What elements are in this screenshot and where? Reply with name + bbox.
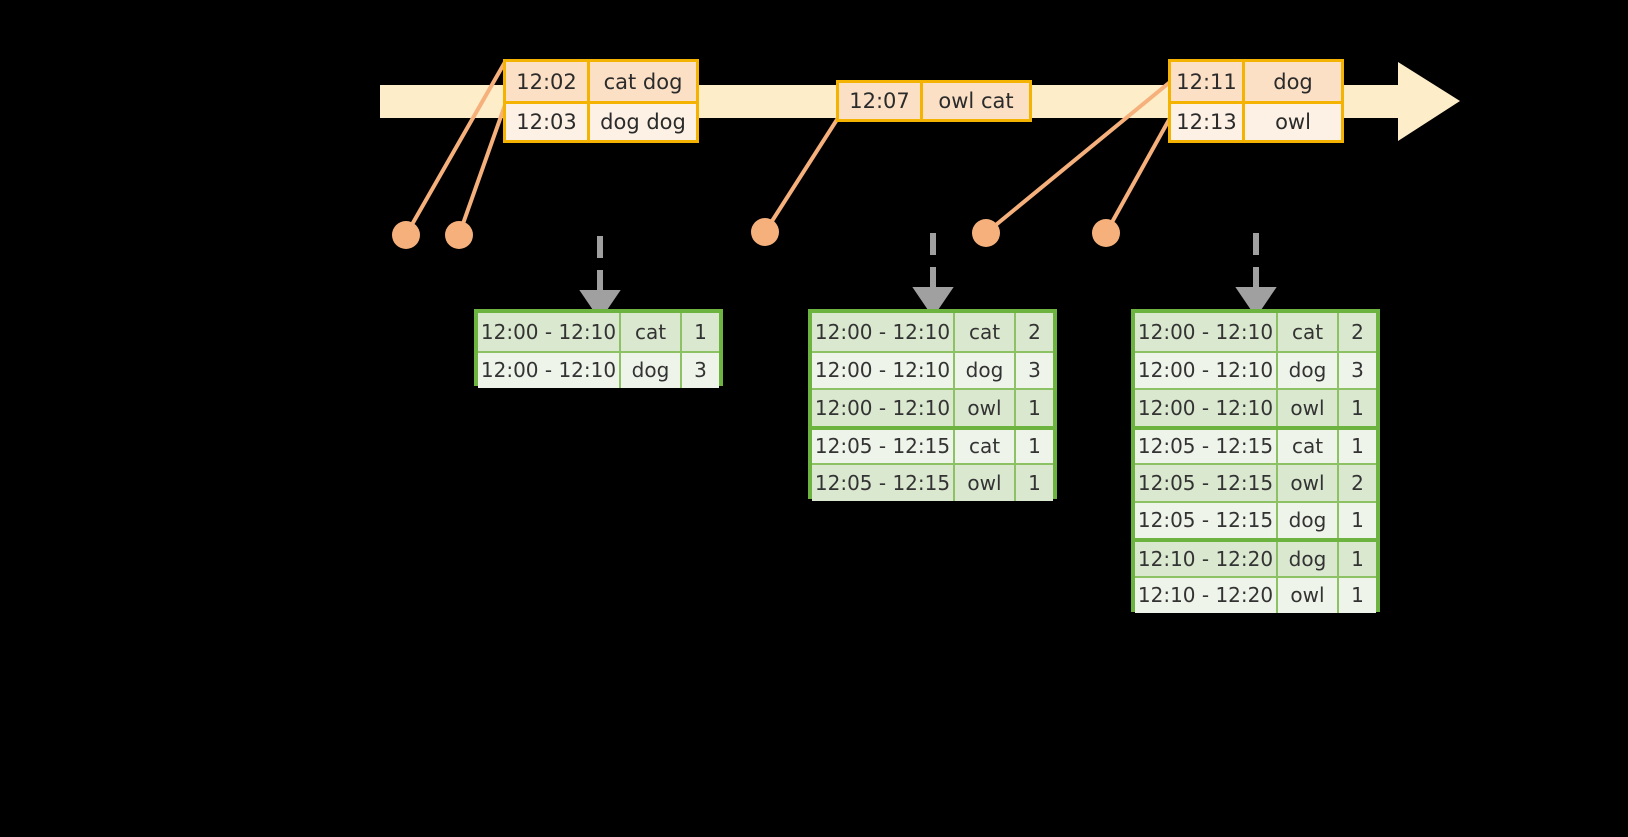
dashed-arrows xyxy=(579,233,1277,321)
event-row[interactable]: 12:02 cat dog xyxy=(506,62,696,101)
cell-word: dog xyxy=(1278,352,1339,388)
cell-window: 12:05 - 12:15 xyxy=(812,429,955,463)
cell-count: 3 xyxy=(1028,358,1041,383)
event-words: dog xyxy=(1273,69,1313,94)
table-row[interactable]: 12:00 - 12:10 cat 2 xyxy=(812,313,1053,351)
table-row[interactable]: 12:05 - 12:15 cat 1 xyxy=(1135,425,1376,463)
cell-window: 12:00 - 12:10 xyxy=(812,390,955,426)
cell-word: dog xyxy=(1278,502,1339,538)
event-group-2[interactable]: 12:07 owl cat xyxy=(836,80,1032,122)
cell-window: 12:00 - 12:10 xyxy=(812,352,955,388)
event-time: 12:13 xyxy=(1171,104,1245,140)
event-row[interactable]: 12:13 owl xyxy=(1171,101,1341,140)
cell-word: dog xyxy=(621,352,682,388)
event-words: owl cat xyxy=(938,89,1014,113)
event-time: 12:07 xyxy=(839,83,923,119)
cell-window: 12:05 - 12:15 xyxy=(1135,429,1278,463)
dashed-arrow-2 xyxy=(912,233,954,318)
cell-window: 12:00 - 12:10 xyxy=(478,352,621,388)
event-row[interactable]: 12:07 owl cat xyxy=(839,83,1029,119)
cell-count: 3 xyxy=(694,358,707,383)
table-row[interactable]: 12:00 - 12:10 owl 1 xyxy=(812,388,1053,426)
cell-window: 12:10 - 12:20 xyxy=(1135,542,1278,576)
table-row[interactable]: 12:00 - 12:10 dog 3 xyxy=(812,350,1053,388)
cell-window: 12:00 - 12:10 xyxy=(1135,390,1278,426)
table-row[interactable]: 12:00 - 12:10 owl 1 xyxy=(1135,388,1376,426)
cell-word: owl xyxy=(1278,465,1339,501)
cell-count: 1 xyxy=(694,319,707,344)
cell-word: cat xyxy=(955,429,1016,463)
event-dot-4 xyxy=(972,219,1000,247)
dashed-arrow-1 xyxy=(579,236,621,321)
result-table-1[interactable]: 12:00 - 12:10 cat 1 12:00 - 12:10 dog 3 xyxy=(474,309,723,388)
table-row[interactable]: 12:05 - 12:15 dog 1 xyxy=(1135,500,1376,538)
table-row[interactable]: 12:05 - 12:15 cat 1 xyxy=(812,425,1053,463)
table-row[interactable]: 12:00 - 12:10 dog 3 xyxy=(1135,350,1376,388)
event-words: dog dog xyxy=(600,110,686,134)
cell-count: 1 xyxy=(1351,508,1364,533)
cell-word: cat xyxy=(1278,429,1339,463)
event-row[interactable]: 12:11 dog xyxy=(1171,62,1341,101)
result-table-2[interactable]: 12:00 - 12:10 cat 2 12:00 - 12:10 dog 3 … xyxy=(808,309,1057,501)
result-table-3[interactable]: 12:00 - 12:10 cat 2 12:00 - 12:10 dog 3 … xyxy=(1131,309,1380,613)
event-dot-1 xyxy=(392,221,420,249)
cell-window: 12:05 - 12:15 xyxy=(812,465,955,501)
table-row[interactable]: 12:00 - 12:10 cat 2 xyxy=(1135,313,1376,351)
cell-window: 12:00 - 12:10 xyxy=(1135,313,1278,351)
table-row[interactable]: 12:10 - 12:20 owl 1 xyxy=(1135,575,1376,613)
event-group-1[interactable]: 12:02 cat dog 12:03 dog dog xyxy=(503,59,699,143)
event-dot-5 xyxy=(1092,219,1120,247)
cell-word: owl xyxy=(1278,390,1339,426)
cell-word: owl xyxy=(1278,577,1339,613)
table-row[interactable]: 12:10 - 12:20 dog 1 xyxy=(1135,538,1376,576)
event-dots xyxy=(392,218,1120,249)
cell-count: 1 xyxy=(1028,470,1041,495)
cell-window: 12:00 - 12:10 xyxy=(478,313,621,351)
cell-count: 2 xyxy=(1351,319,1364,344)
cell-window: 12:05 - 12:15 xyxy=(1135,502,1278,538)
cell-count: 1 xyxy=(1351,583,1364,608)
cell-word: cat xyxy=(1278,313,1339,351)
event-group-3[interactable]: 12:11 dog 12:13 owl xyxy=(1168,59,1344,143)
cell-word: owl xyxy=(955,390,1016,426)
table-row[interactable]: 12:00 - 12:10 dog 3 xyxy=(478,350,719,388)
event-time: 12:03 xyxy=(506,104,590,140)
cell-window: 12:05 - 12:15 xyxy=(1135,465,1278,501)
cell-count: 2 xyxy=(1028,319,1041,344)
cell-count: 1 xyxy=(1351,546,1364,571)
cell-word: cat xyxy=(621,313,682,351)
table-row[interactable]: 12:05 - 12:15 owl 1 xyxy=(812,463,1053,501)
cell-window: 12:00 - 12:10 xyxy=(812,313,955,351)
cell-word: cat xyxy=(955,313,1016,351)
cell-window: 12:00 - 12:10 xyxy=(1135,352,1278,388)
dashed-arrow-3 xyxy=(1235,233,1277,318)
cell-word: dog xyxy=(1278,542,1339,576)
cell-word: dog xyxy=(955,352,1016,388)
cell-word: owl xyxy=(955,465,1016,501)
event-dot-2 xyxy=(445,221,473,249)
cell-count: 1 xyxy=(1351,434,1364,459)
event-dot-3 xyxy=(751,218,779,246)
cell-count: 1 xyxy=(1028,395,1041,420)
event-words: cat dog xyxy=(603,69,683,94)
table-row[interactable]: 12:00 - 12:10 cat 1 xyxy=(478,313,719,351)
cell-window: 12:10 - 12:20 xyxy=(1135,577,1278,613)
event-words: owl xyxy=(1275,110,1311,134)
event-time: 12:11 xyxy=(1171,62,1245,101)
cell-count: 2 xyxy=(1351,470,1364,495)
cell-count: 1 xyxy=(1351,395,1364,420)
event-time: 12:02 xyxy=(506,62,590,101)
event-row[interactable]: 12:03 dog dog xyxy=(506,101,696,140)
cell-count: 1 xyxy=(1028,434,1041,459)
cell-count: 3 xyxy=(1351,358,1364,383)
table-row[interactable]: 12:05 - 12:15 owl 2 xyxy=(1135,463,1376,501)
